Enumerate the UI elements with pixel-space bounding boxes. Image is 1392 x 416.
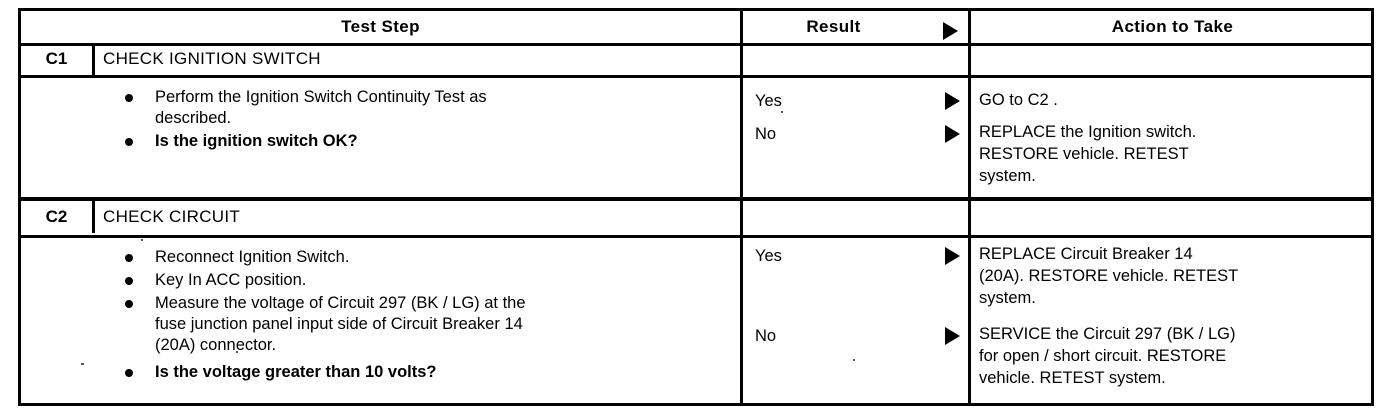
scan-speck: [781, 111, 783, 113]
bullet-line: Perform the Ignition Switch Continuity T…: [155, 88, 487, 106]
header-action-to-take: Action to Take: [1111, 17, 1234, 36]
result-label: No: [755, 125, 777, 143]
action-line: vehicle. RETEST system.: [979, 369, 1166, 387]
bullet-line: Is the ignition switch OK?: [155, 132, 358, 150]
action-cell-c2-no: SERVICE the Circuit 297 (BK / LG) for op…: [979, 323, 1371, 389]
list-item: Is the voltage greater than 10 volts?: [103, 362, 723, 383]
header-test-step: Test Step: [341, 17, 420, 36]
bullet-line: fuse junction panel input side of Circui…: [155, 315, 523, 333]
right-triangle-icon: [945, 92, 960, 115]
action-line: system.: [979, 167, 1036, 185]
bullet-dot-icon: [125, 369, 133, 377]
step-code-c1: C1: [45, 49, 68, 68]
step-body-c1: Perform the Ignition Switch Continuity T…: [103, 87, 723, 154]
column-divider-result: [740, 11, 743, 403]
step-title-row-c1: C1 CHECK IGNITION SWITCH: [21, 43, 740, 75]
right-triangle-icon: [945, 327, 960, 350]
list-item: Is the ignition switch OK?: [103, 131, 723, 152]
action-line: for open / short circuit. RESTORE: [979, 347, 1227, 365]
step-name-c1: CHECK IGNITION SWITCH: [103, 49, 321, 68]
step-name-c2: CHECK CIRCUIT: [103, 207, 241, 226]
action-cell-c1-yes: GO to C2 .: [979, 89, 1371, 111]
bullet-line: Key In ACC position.: [155, 271, 307, 289]
list-item: Perform the Ignition Switch Continuity T…: [103, 87, 723, 129]
right-triangle-icon: [945, 125, 960, 148]
step-code-divider-c2: [92, 201, 95, 233]
result-row-c2-no: No: [743, 324, 968, 348]
bullet-line: Measure the voltage of Circuit 297 (BK /…: [155, 294, 526, 312]
action-line: (20A). RESTORE vehicle. RETEST: [979, 267, 1239, 285]
action-line: RESTORE vehicle. RETEST: [979, 145, 1189, 163]
list-item: Key In ACC position.: [103, 270, 723, 291]
action-cell-c2-yes: REPLACE Circuit Breaker 14 (20A). RESTOR…: [979, 243, 1371, 309]
scan-speck: [141, 239, 143, 241]
row-divider-c1-c2: [21, 197, 1371, 201]
bullet-line: Reconnect Ignition Switch.: [155, 248, 350, 266]
step-title-row-c2: C2 CHECK CIRCUIT: [21, 201, 740, 233]
bullet-dot-icon: [125, 94, 133, 102]
right-triangle-icon: [945, 247, 960, 270]
header-result: Result: [743, 11, 968, 43]
header-result-label: Result: [806, 17, 861, 36]
result-row-c1-no: No: [743, 122, 968, 146]
pinpoint-test-table: Test Step Result Action to Take C1 CHECK…: [18, 8, 1374, 406]
result-label: No: [755, 327, 777, 345]
bullet-dot-icon: [125, 254, 133, 262]
action-cell-c1-no: REPLACE the Ignition switch. RESTORE veh…: [979, 121, 1371, 187]
result-label: Yes: [755, 247, 782, 265]
action-line: GO to C2 .: [979, 91, 1058, 109]
result-label: Yes: [755, 92, 782, 110]
bullet-line: described.: [155, 109, 232, 127]
right-triangle-icon: [943, 19, 958, 51]
bullet-line: (20A) connector.: [155, 336, 277, 354]
step-code-c2: C2: [45, 207, 68, 226]
bullet-dot-icon: [125, 138, 133, 146]
step-body-c2: Reconnect Ignition Switch. Key In ACC po…: [103, 247, 723, 385]
bullet-line: Is the voltage greater than 10 volts?: [155, 363, 437, 381]
row-divider-c1-title: [21, 75, 1371, 78]
list-item: Reconnect Ignition Switch.: [103, 247, 723, 268]
result-row-c2-yes: Yes: [743, 244, 968, 268]
result-row-c1-yes: Yes: [743, 89, 968, 113]
action-line: REPLACE Circuit Breaker 14: [979, 245, 1193, 263]
scan-speck: [853, 359, 855, 361]
step-code-divider-c1: [92, 43, 95, 75]
row-divider-c2-title: [21, 235, 1371, 238]
action-line: system.: [979, 289, 1036, 307]
scan-speck: [236, 351, 238, 353]
row-divider-header: [21, 43, 1371, 46]
column-divider-action: [968, 11, 971, 403]
scan-speck: [81, 363, 84, 365]
list-item: Measure the voltage of Circuit 297 (BK /…: [103, 293, 723, 356]
action-line: SERVICE the Circuit 297 (BK / LG): [979, 325, 1236, 343]
bullet-dot-icon: [125, 300, 133, 308]
action-line: REPLACE the Ignition switch.: [979, 123, 1197, 141]
bullet-dot-icon: [125, 277, 133, 285]
